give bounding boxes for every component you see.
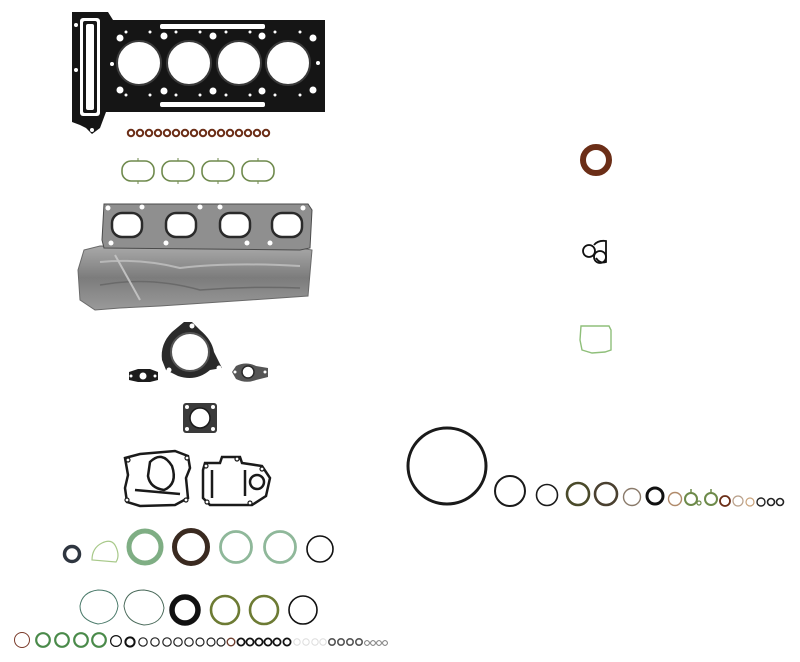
turbo-gaskets [129, 322, 268, 382]
crankshaft-oil-seal [580, 144, 612, 176]
exhaust-manifold-gasket [77, 203, 313, 311]
seal-row-2 [79, 589, 318, 626]
cover-gasket [579, 325, 612, 354]
cylinder-head-gasket [72, 12, 325, 134]
oil-filter-housing-gasket [582, 239, 607, 264]
valve-stem-seals [126, 128, 271, 138]
right-oring-group [406, 426, 785, 507]
intake-manifold-gaskets [121, 158, 275, 184]
egr-gasket [183, 403, 217, 433]
small-oring-row [14, 632, 388, 648]
timing-cover-gaskets [123, 449, 272, 508]
seal-row-1 [62, 528, 334, 566]
